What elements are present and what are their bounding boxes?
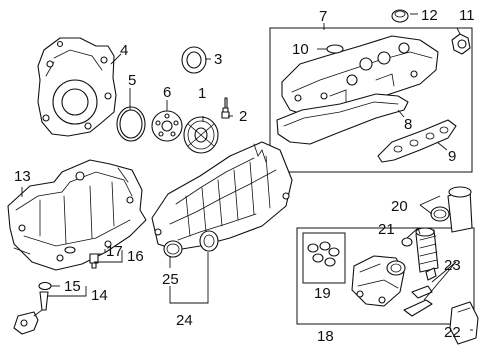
valve-cover-group-frame <box>269 27 473 173</box>
oil-level-sensor <box>13 281 52 335</box>
callout-22: 22 <box>444 324 461 341</box>
callout-4: 4 <box>120 42 128 59</box>
front-seal <box>181 46 207 74</box>
callout-16: 16 <box>127 248 144 265</box>
pulley <box>183 116 219 154</box>
callout-7: 7 <box>319 8 327 25</box>
gear <box>151 110 183 142</box>
callout-1: 1 <box>198 85 206 102</box>
o-ring <box>116 106 146 142</box>
callout-5: 5 <box>128 72 136 89</box>
callout-25: 25 <box>162 271 179 288</box>
filter-cover <box>449 301 479 345</box>
filter-seal <box>401 237 413 247</box>
callout-12: 12 <box>421 7 438 24</box>
filter-cap <box>447 186 473 233</box>
callout-19: 19 <box>314 285 331 302</box>
filter-o-ring <box>430 206 450 222</box>
oil-filler-cap <box>391 9 409 23</box>
oil-filter-element <box>415 227 439 273</box>
callout-23: 23 <box>444 257 461 274</box>
callout-10: 10 <box>292 41 309 58</box>
timing-cover <box>37 37 117 137</box>
callout-2: 2 <box>239 108 247 125</box>
callouts: 1 2 3 4 5 6 7 8 9 10 11 12 13 14 15 16 1… <box>14 7 475 345</box>
callout-24: 24 <box>176 312 193 329</box>
bolt <box>221 97 230 119</box>
callout-17: 17 <box>106 243 123 260</box>
housing-gaskets <box>403 267 437 317</box>
oil-pan <box>7 159 147 271</box>
valve-cover-seal <box>326 44 344 54</box>
callout-3: 3 <box>214 51 222 68</box>
callout-6: 6 <box>163 84 171 101</box>
callout-9: 9 <box>448 148 456 165</box>
seal-kit-frame <box>302 232 346 284</box>
spark-plug-gasket <box>377 119 457 163</box>
throttle-gasket <box>163 240 183 258</box>
oil-filter-group-frame <box>296 227 475 325</box>
intake-manifold <box>151 141 293 252</box>
leader-lines <box>21 13 473 331</box>
callout-15: 15 <box>64 278 81 295</box>
callout-21: 21 <box>378 221 395 238</box>
callout-14: 14 <box>91 287 108 304</box>
callout-20: 20 <box>391 198 408 215</box>
seal-kit <box>307 241 340 267</box>
oil-filter-housing <box>351 255 406 307</box>
callout-11: 11 <box>459 7 475 24</box>
callout-18: 18 <box>317 328 334 345</box>
valve-cover-gasket <box>276 93 409 145</box>
drain-plug <box>64 246 99 269</box>
callout-13: 13 <box>14 168 31 185</box>
callout-8: 8 <box>404 116 412 133</box>
vent-fitting <box>451 33 471 55</box>
valve-cover <box>281 35 439 117</box>
